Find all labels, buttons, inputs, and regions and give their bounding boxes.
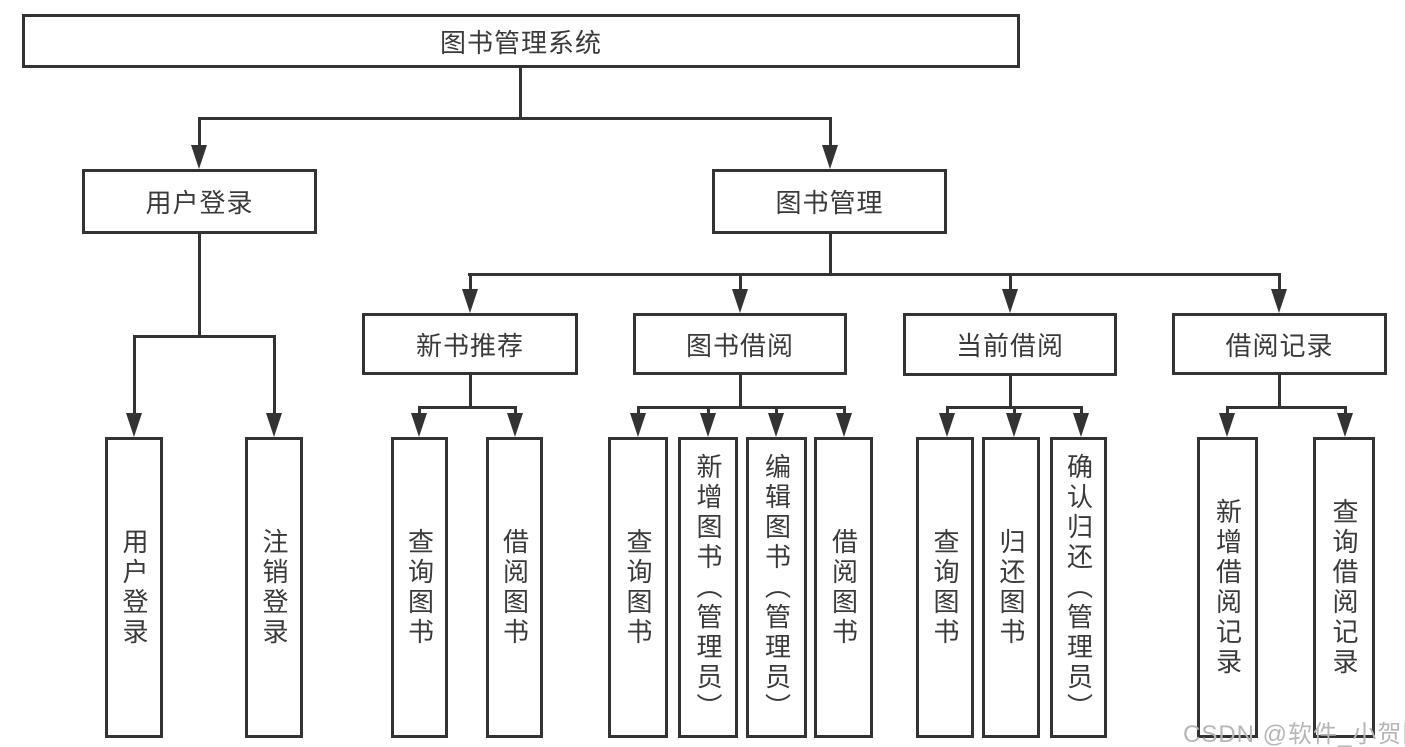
connector-to-leaf-logout	[273, 335, 276, 413]
arrow-down-icon	[822, 145, 838, 169]
leaf-return-books: 归还图书	[982, 437, 1040, 738]
node-book-borrow: 图书借阅	[633, 313, 847, 375]
connector-leaf	[1226, 406, 1229, 413]
connector-level2-hline	[468, 273, 1281, 276]
leaf-query-books-current: 查询图书	[916, 437, 974, 738]
connector-borrow-records-hline	[1226, 406, 1346, 409]
connector-new-book-hline	[418, 406, 516, 409]
connector-to-book-management	[829, 117, 832, 146]
connector-current-borrow-stem	[1009, 376, 1012, 406]
leaf-confirm-return-admin: 确认归还（管理员）	[1050, 437, 1107, 738]
node-label: 图书管理系统	[439, 27, 602, 58]
connector-book-borrow-hline	[637, 406, 845, 409]
leaf-label: 新增借阅记录	[1212, 497, 1243, 678]
arrow-down-icon	[126, 413, 142, 437]
connector-leaf	[1013, 406, 1016, 413]
connector-to-user-login	[198, 117, 201, 146]
connector-user-login-hline	[133, 335, 275, 338]
connector-leaf	[775, 406, 778, 413]
connector-leaf	[418, 406, 421, 413]
connector-leaf	[514, 406, 517, 413]
leaf-label: 查询图书	[404, 527, 435, 648]
arrow-down-icon	[1219, 413, 1235, 437]
leaf-borrow-books: 借阅图书	[814, 437, 873, 738]
node-current-borrow: 当前借阅	[903, 313, 1117, 376]
node-user-login: 用户登录	[82, 169, 317, 234]
leaf-user-login: 用户登录	[105, 437, 163, 738]
arrow-down-icon	[1271, 289, 1287, 313]
leaf-label: 借阅图书	[499, 527, 530, 648]
node-root-library-system: 图书管理系统	[22, 14, 1020, 68]
connector-leaf	[946, 406, 949, 413]
leaf-query-books-borrow: 查询图书	[608, 437, 668, 738]
connector-to-new-book	[469, 273, 472, 290]
connector-user-login-stem	[198, 234, 201, 335]
leaf-label: 新增图书（管理员）	[693, 452, 723, 723]
leaf-logout: 注销登录	[245, 437, 303, 738]
arrow-down-icon	[1337, 413, 1353, 437]
arrow-down-icon	[411, 413, 427, 437]
connector-leaf	[707, 406, 710, 413]
connector-book-management-stem	[829, 234, 832, 273]
connector-borrow-records-stem	[1278, 375, 1281, 406]
arrow-down-icon	[700, 413, 716, 437]
node-label: 当前借阅	[955, 331, 1064, 361]
node-book-management: 图书管理	[712, 169, 947, 234]
leaf-borrow-books-recommend: 借阅图书	[486, 437, 543, 738]
leaf-label: 查询借阅记录	[1329, 497, 1359, 678]
leaf-label: 归还图书	[996, 527, 1026, 648]
node-label: 图书管理	[775, 188, 884, 218]
arrow-down-icon	[462, 289, 478, 313]
leaf-add-borrow-record: 新增借阅记录	[1197, 437, 1258, 738]
leaf-label: 用户登录	[119, 527, 149, 648]
leaf-query-books-recommend: 查询图书	[391, 437, 448, 738]
connector-to-current-borrow	[1009, 273, 1012, 290]
arrow-down-icon	[1006, 413, 1022, 437]
node-borrow-records: 借阅记录	[1172, 313, 1387, 375]
connector-new-book-stem	[469, 375, 472, 406]
connector-to-leaf-user-login	[133, 335, 136, 413]
arrow-down-icon	[1002, 289, 1018, 313]
leaf-label: 确认归还（管理员）	[1063, 452, 1094, 723]
leaf-label: 注销登录	[259, 527, 289, 648]
leaf-label: 查询图书	[930, 527, 960, 648]
node-label: 图书借阅	[685, 330, 794, 361]
connector-leaf	[1080, 406, 1083, 413]
arrow-down-icon	[630, 413, 646, 437]
node-label: 用户登录	[145, 188, 254, 218]
arrow-down-icon	[191, 145, 207, 169]
node-label: 借阅记录	[1225, 330, 1334, 361]
node-label: 新书推荐	[415, 330, 524, 361]
connector-book-borrow-stem	[739, 375, 742, 406]
arrow-down-icon	[836, 413, 852, 437]
watermark: CSDN @软件_小贺同学	[1183, 721, 1405, 747]
connector-leaf	[637, 406, 640, 413]
arrow-down-icon	[768, 413, 784, 437]
connector-level1-hline	[199, 117, 831, 120]
arrow-down-icon	[1073, 413, 1089, 437]
node-new-book-recommend: 新书推荐	[362, 313, 578, 375]
arrow-down-icon	[939, 413, 955, 437]
leaf-add-books-admin: 新增图书（管理员）	[678, 437, 738, 738]
arrow-down-icon	[507, 413, 523, 437]
connector-leaf	[1344, 406, 1347, 413]
leaf-query-borrow-record: 查询借阅记录	[1313, 437, 1375, 738]
connector-to-borrow-records	[1278, 273, 1281, 290]
arrow-down-icon	[266, 413, 282, 437]
connector-to-book-borrow	[739, 273, 742, 290]
arrow-down-icon	[732, 289, 748, 313]
leaf-edit-books-admin: 编辑图书（管理员）	[746, 437, 807, 738]
connector-leaf	[843, 406, 846, 413]
leaf-label: 查询图书	[623, 527, 653, 648]
leaf-label: 编辑图书（管理员）	[761, 452, 792, 723]
leaf-label: 借阅图书	[828, 527, 859, 648]
connector-root-stem	[519, 68, 522, 117]
